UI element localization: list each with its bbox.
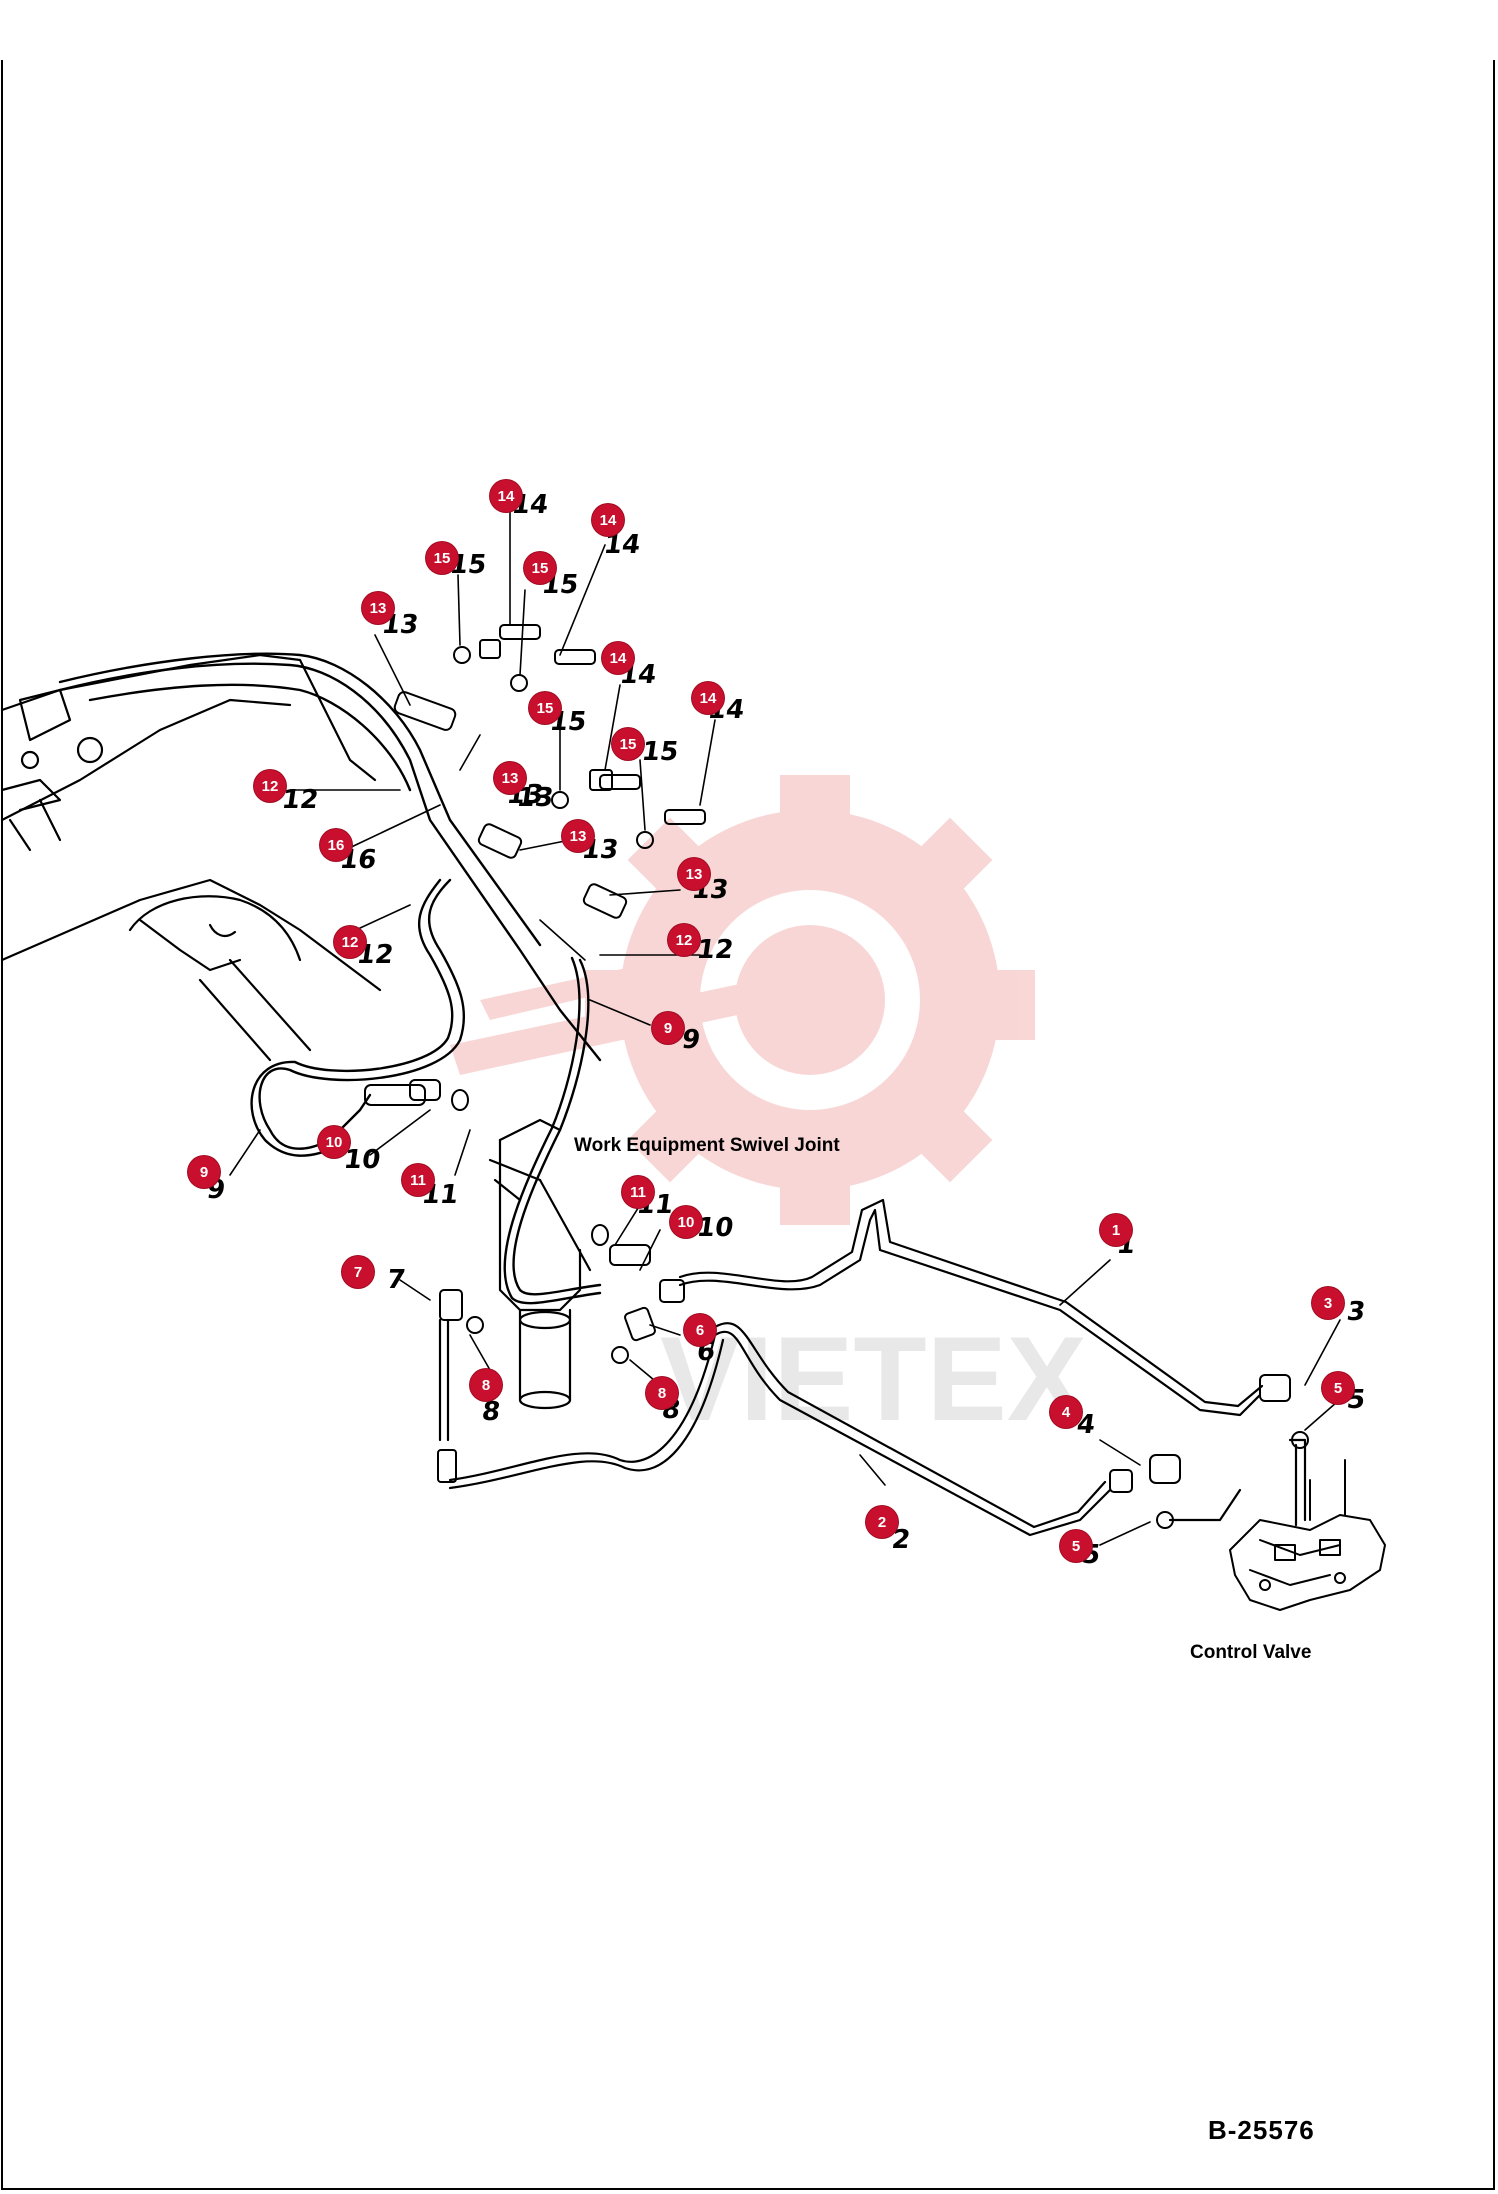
part-number: 15	[639, 737, 681, 767]
swivel-joint-label: Work Equipment Swivel Joint	[574, 1135, 840, 1156]
boom-structure	[0, 653, 382, 1062]
callout-badge[interactable]: 1	[1100, 1214, 1132, 1246]
callout-badge[interactable]: 12	[334, 926, 366, 958]
control-valve-body	[1229, 1459, 1386, 1611]
callout-badge[interactable]: 15	[529, 692, 561, 724]
callout-badge[interactable]: 11	[622, 1176, 654, 1208]
callout-badge[interactable]: 5	[1322, 1372, 1354, 1404]
control-valve-label: Control Valve	[1190, 1642, 1312, 1663]
callout-badge[interactable]: 9	[188, 1156, 220, 1188]
callout-badge[interactable]: 3	[1312, 1287, 1344, 1319]
callout-badge[interactable]: 7	[342, 1256, 374, 1288]
part-number: 12	[694, 935, 736, 965]
callout-badge[interactable]: 9	[652, 1012, 684, 1044]
callout-badge[interactable]: 4	[1050, 1396, 1082, 1428]
callout-badge[interactable]: 10	[318, 1126, 350, 1158]
callout-badge[interactable]: 14	[692, 682, 724, 714]
callout-badge[interactable]: 13	[494, 762, 526, 794]
callout-badge[interactable]: 6	[684, 1314, 716, 1346]
callout-badge[interactable]: 2	[866, 1506, 898, 1538]
pipe-lines	[438, 1198, 1307, 1537]
swivel-joint	[488, 1118, 592, 1410]
callout-badge[interactable]: 15	[612, 728, 644, 760]
callout-badge[interactable]: 14	[592, 504, 624, 536]
callout-badge[interactable]: 14	[490, 480, 522, 512]
callout-badge[interactable]: 16	[320, 829, 352, 861]
callout-badge[interactable]: 12	[668, 924, 700, 956]
page-border	[1, 60, 1495, 2190]
callout-badge[interactable]: 13	[562, 820, 594, 852]
callout-badge[interactable]: 15	[426, 542, 458, 574]
watermark-logo	[450, 775, 1035, 1225]
callout-badge[interactable]: 11	[402, 1164, 434, 1196]
callout-badge[interactable]: 8	[470, 1369, 502, 1401]
callout-badge[interactable]: 8	[646, 1377, 678, 1409]
callout-badge[interactable]: 14	[602, 642, 634, 674]
drawing-code: B-25576	[1208, 2115, 1315, 2145]
callout-badge[interactable]: 15	[524, 552, 556, 584]
part-number: 12	[279, 785, 321, 815]
callout-badge[interactable]: 5	[1060, 1530, 1092, 1562]
callout-badge[interactable]: 12	[254, 770, 286, 802]
callout-badge[interactable]: 10	[670, 1206, 702, 1238]
callout-badge[interactable]: 13	[362, 592, 394, 624]
callout-badge[interactable]: 13	[678, 858, 710, 890]
boom-hoses	[58, 652, 602, 1305]
fittings	[364, 624, 1309, 1529]
